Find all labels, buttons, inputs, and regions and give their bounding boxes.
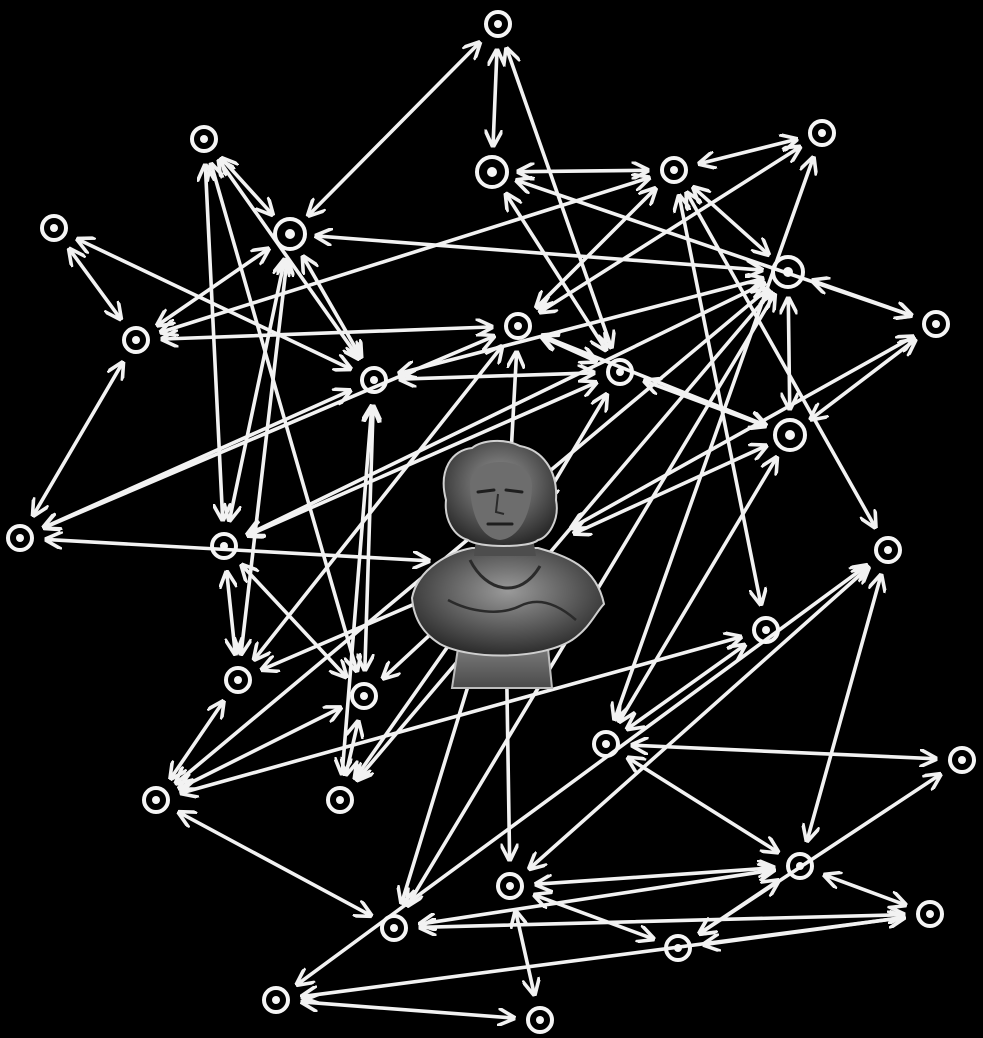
node-n7 [477, 157, 507, 187]
node-n27 [528, 1008, 552, 1032]
edge-n10-n15 [227, 574, 235, 652]
edge-n15-bust [264, 596, 434, 669]
node-dot [360, 692, 368, 700]
node-dot [272, 996, 280, 1004]
node-n31 [918, 902, 942, 926]
node-n24 [594, 732, 618, 756]
node-n19 [924, 312, 948, 336]
node-dot [783, 267, 793, 277]
edge-n29-n31 [706, 918, 903, 945]
edge-n4-n5 [71, 251, 120, 318]
edge-n2-n3 [223, 160, 271, 213]
edge-n7-n8 [520, 170, 646, 171]
node-dot [785, 430, 795, 440]
node-n26 [264, 988, 288, 1012]
node-dot [132, 336, 140, 344]
node-n18 [144, 788, 168, 812]
node-n9 [810, 121, 834, 145]
node-dot [487, 167, 497, 177]
edge-n16-n17 [788, 300, 789, 407]
node-dot [506, 882, 514, 890]
edge-n18-n21 [181, 813, 370, 914]
node-dot [932, 320, 940, 328]
node-n17 [775, 420, 805, 450]
edge-n14-n18 [181, 709, 339, 788]
node-dot [390, 924, 398, 932]
edge-n22-n25 [808, 577, 881, 839]
node-dot [220, 542, 228, 550]
node-dot [285, 229, 295, 239]
edge-n10-n14 [243, 567, 345, 676]
edge-n1-n3 [310, 44, 479, 214]
node-dot [336, 796, 344, 804]
edge-n17-n19 [812, 341, 913, 418]
node-n21 [382, 916, 406, 940]
node-n4 [42, 216, 66, 240]
edge-n5-n11 [34, 364, 122, 514]
node-dot [152, 796, 160, 804]
edge-n2-n14 [212, 166, 357, 669]
node-n10 [212, 534, 236, 558]
node-dot [536, 1016, 544, 1024]
node-dot [762, 626, 770, 634]
node-dot [674, 944, 682, 952]
edge-n24-n25 [630, 759, 777, 851]
node-dot [50, 224, 58, 232]
edge-n16-n19 [814, 281, 909, 314]
node-dot [514, 322, 522, 330]
node-dot [926, 910, 934, 918]
edge-n2-n6 [220, 162, 358, 357]
edge-n2-n10 [205, 167, 222, 518]
node-n25 [788, 854, 812, 878]
node-n1 [486, 12, 510, 36]
node-dot [200, 135, 208, 143]
node-n3 [275, 219, 305, 249]
node-n28 [498, 874, 522, 898]
edge-n6-n13 [402, 373, 592, 379]
node-n22 [876, 538, 900, 562]
edge-n24-n30 [634, 745, 934, 758]
node-n5 [124, 328, 148, 352]
node-dot [370, 376, 378, 384]
node-dot [796, 862, 804, 870]
edge-n26-n27 [304, 1002, 512, 1018]
edge-n28-n29 [536, 896, 651, 939]
edge-n17-n24 [620, 459, 775, 720]
node-n15 [226, 668, 250, 692]
node-dot [884, 546, 892, 554]
node-n2 [192, 127, 216, 151]
node-n16 [773, 257, 803, 287]
node-n14 [352, 684, 376, 708]
node-dot [16, 534, 24, 542]
node-dot [818, 129, 826, 137]
node-n12 [506, 314, 530, 338]
node-dot [494, 20, 502, 28]
node-dot [958, 756, 966, 764]
node-n11 [8, 526, 32, 550]
node-dot [616, 368, 624, 376]
bust-statue-image [412, 441, 604, 688]
node-n20 [328, 788, 352, 812]
edge-n25-n31 [826, 876, 903, 905]
node-dot [602, 740, 610, 748]
node-dot [234, 676, 242, 684]
node-dot [670, 166, 678, 174]
edge-n23-n24 [629, 646, 743, 728]
node-n30 [950, 748, 974, 772]
node-n8 [662, 158, 686, 182]
edge-n1-n7 [493, 52, 497, 144]
